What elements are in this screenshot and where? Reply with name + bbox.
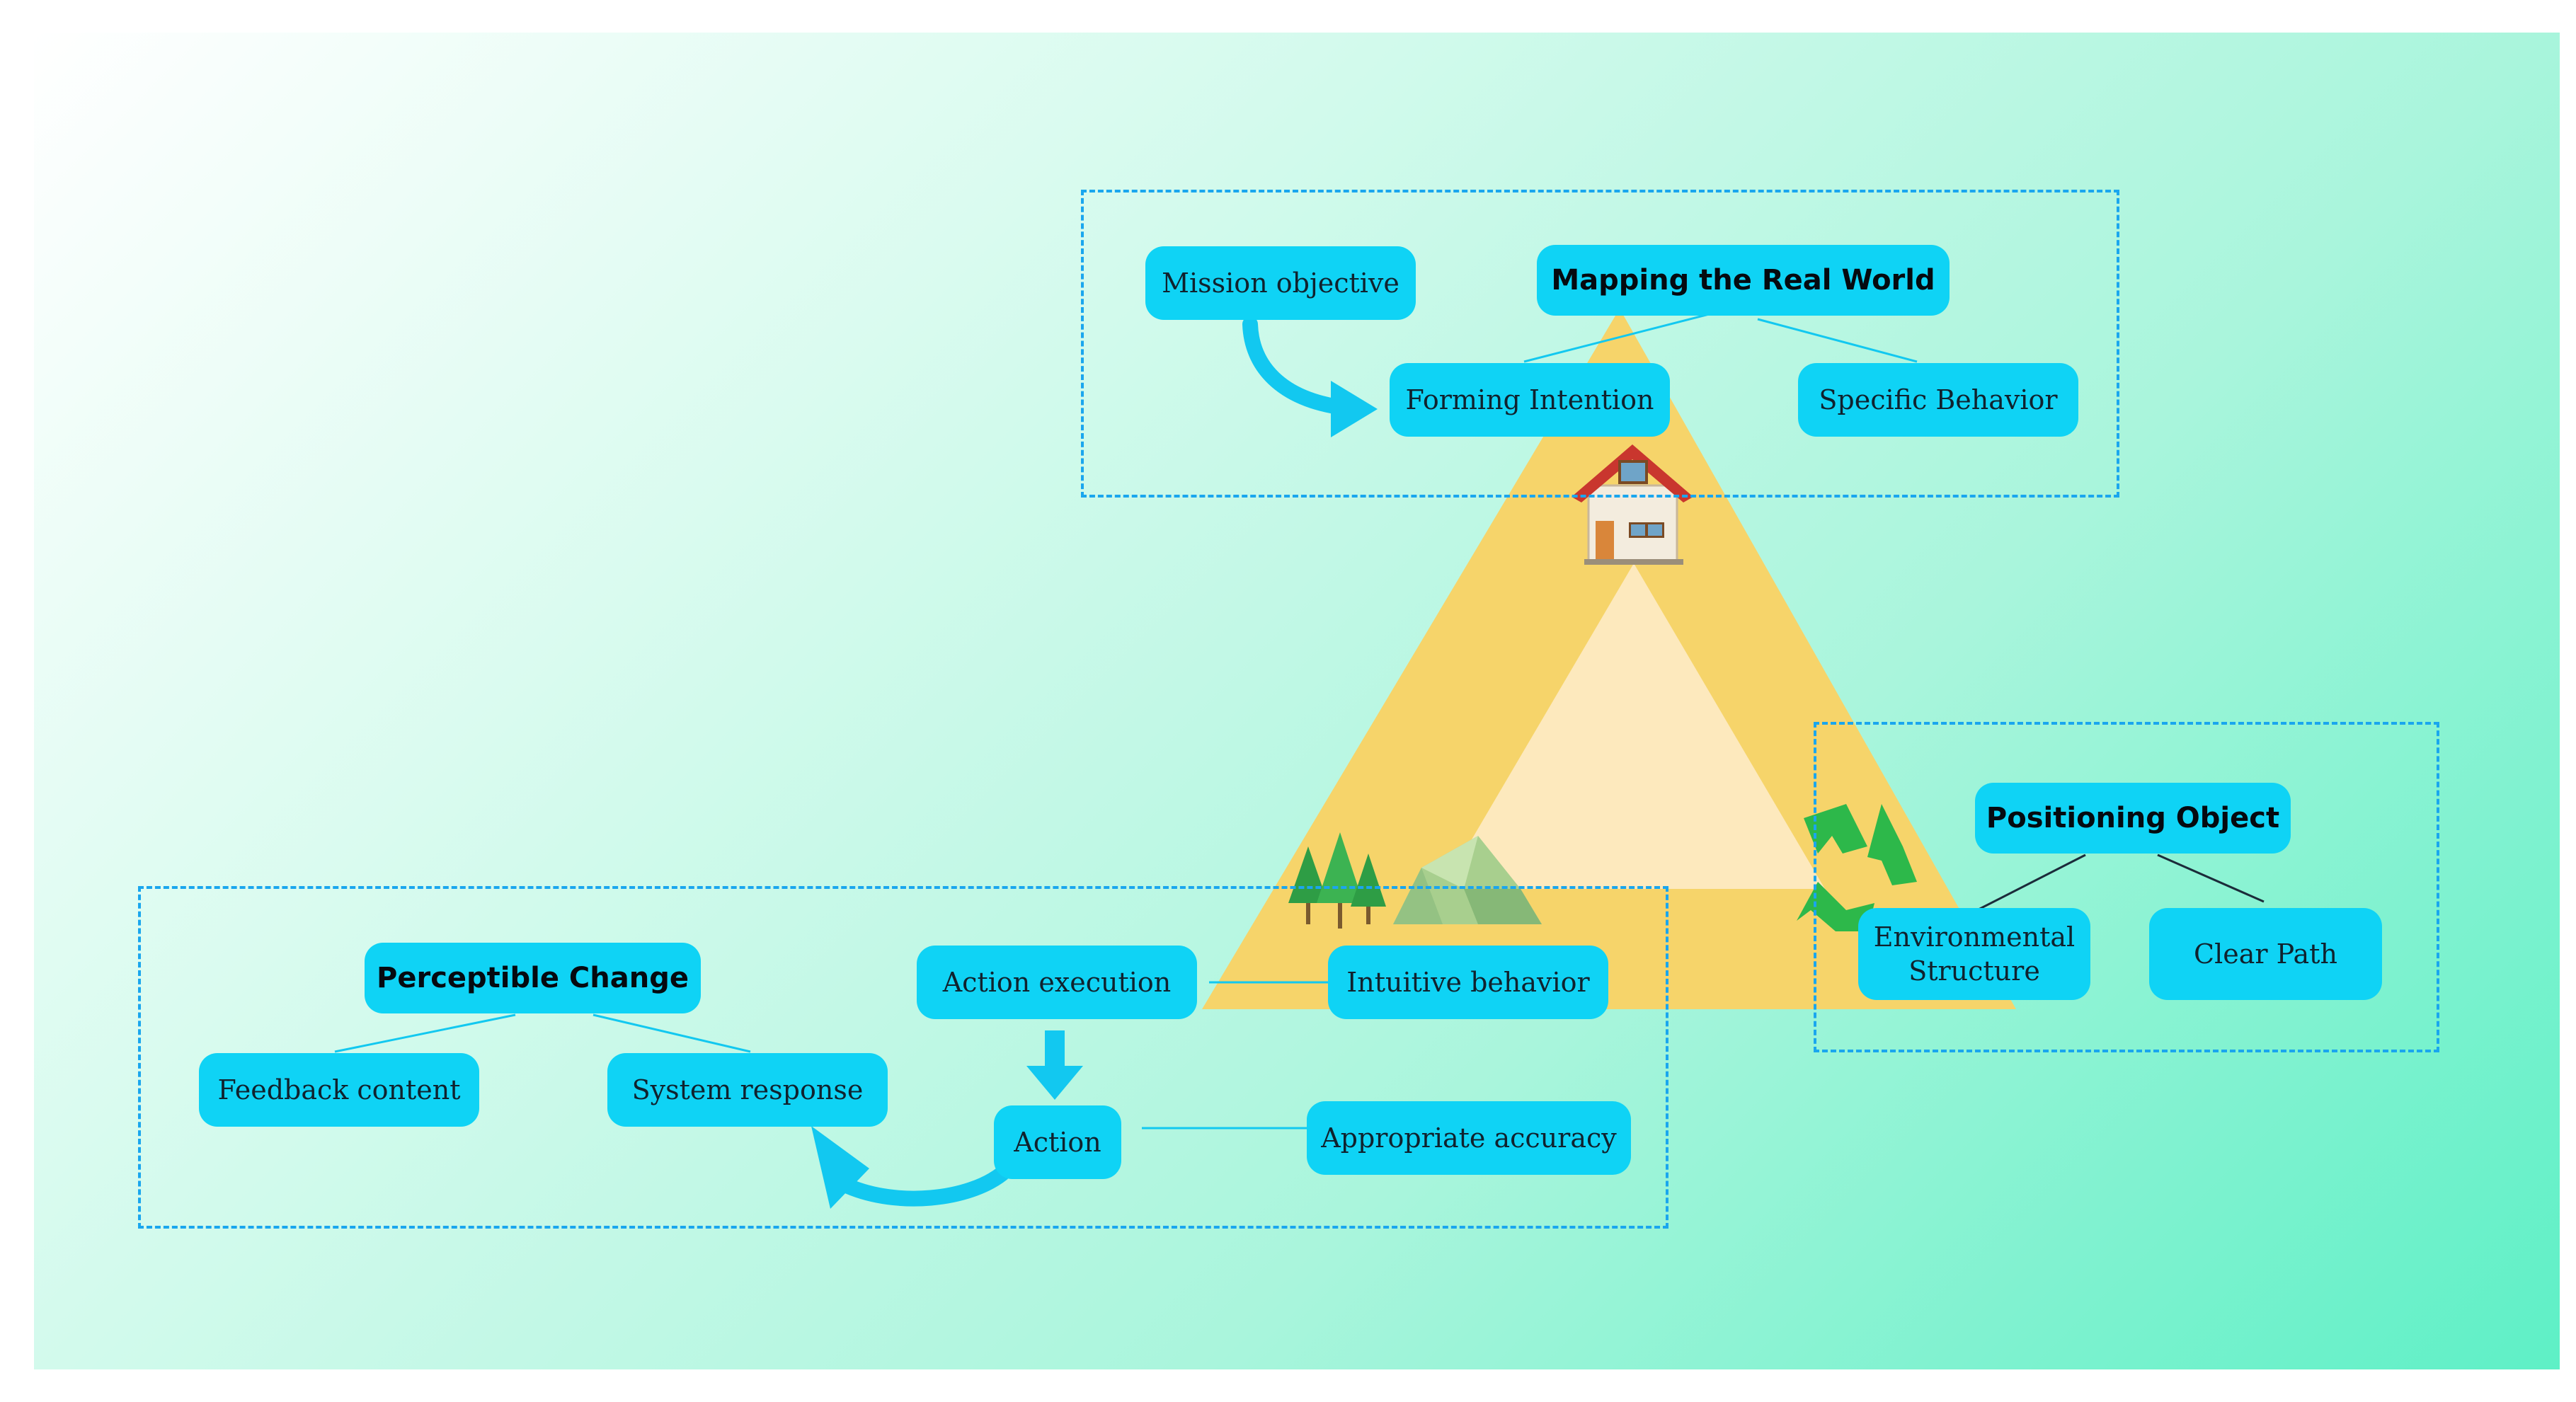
trees-icon <box>1288 832 1386 929</box>
feedback-content-node[interactable]: Feedback content <box>199 1053 479 1127</box>
action-execution-node[interactable]: Action execution <box>917 946 1197 1019</box>
forming-intention-node[interactable]: Forming Intention <box>1390 363 1670 437</box>
curved-arrow-top <box>1242 316 1378 437</box>
perceptible-change-title[interactable]: Perceptible Change <box>365 943 701 1013</box>
curved-arrow-bottom <box>811 1126 1010 1209</box>
group-right-box <box>1814 722 2439 1052</box>
down-arrow <box>1026 1030 1083 1100</box>
appropriate-accuracy-node[interactable]: Appropriate accuracy <box>1307 1101 1631 1175</box>
mission-objective-node[interactable]: Mission objective <box>1145 246 1416 320</box>
mapping-real-world-title[interactable]: Mapping the Real World <box>1537 245 1950 316</box>
specific-behavior-node[interactable]: Specific Behavior <box>1798 363 2078 437</box>
group-bottom-box <box>138 886 1668 1229</box>
rock-icon <box>1393 836 1542 924</box>
connector-lines <box>334 312 1918 1130</box>
intuitive-behavior-node[interactable]: Intuitive behavior <box>1328 946 1608 1019</box>
diagram-canvas: Mission objective Mapping the Real World… <box>34 33 2560 1369</box>
connector-lines-dark <box>1976 854 2265 912</box>
group-top-box <box>1081 190 2119 498</box>
positioning-object-title[interactable]: Positioning Object <box>1975 783 2291 854</box>
system-response-node[interactable]: System response <box>607 1053 888 1127</box>
clear-path-node[interactable]: Clear Path <box>2149 908 2382 1000</box>
inner-triangle <box>1443 563 1825 889</box>
environmental-structure-node[interactable]: Environmental Structure <box>1858 908 2090 1000</box>
action-node[interactable]: Action <box>994 1105 1121 1179</box>
